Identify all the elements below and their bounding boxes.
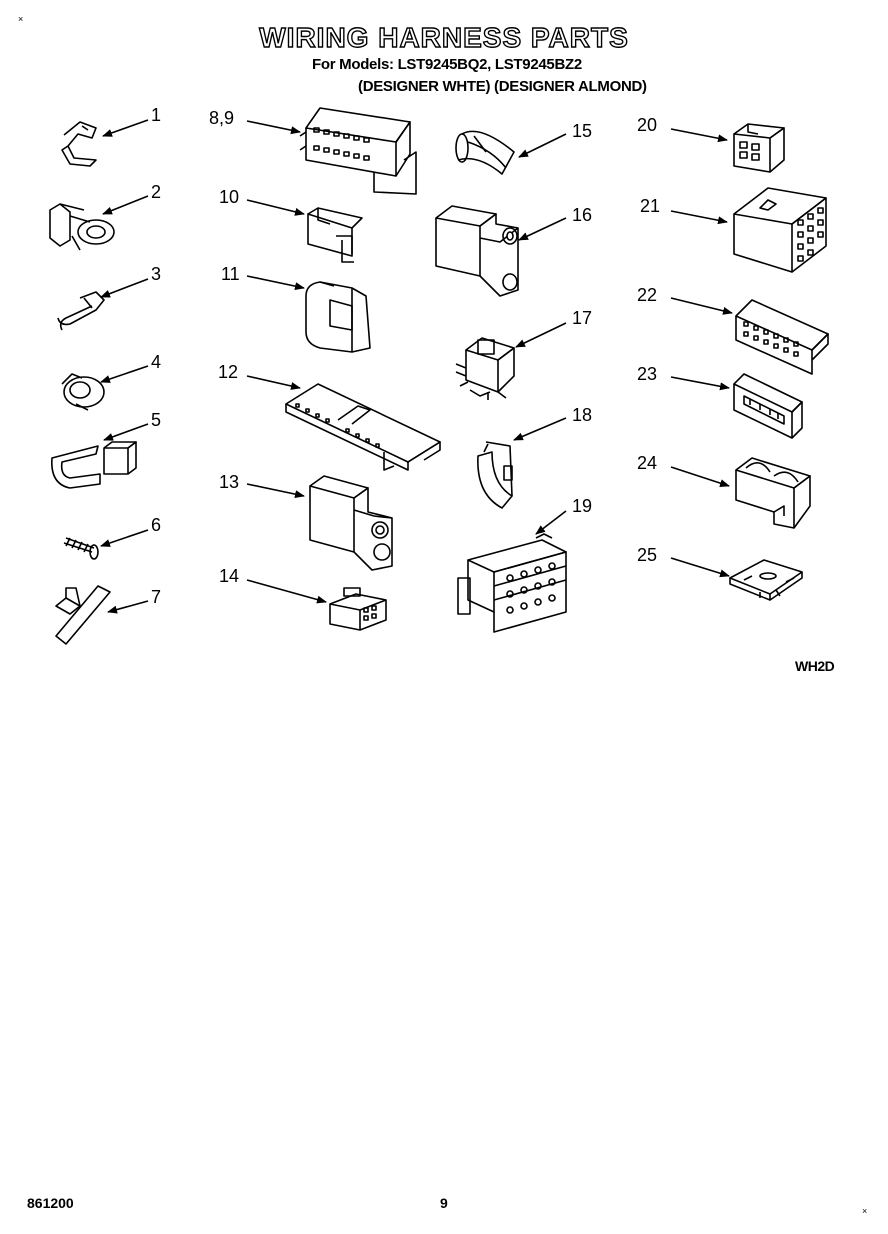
dual-socket-housing-icon (435, 205, 519, 297)
corner-mark-top-left: × (18, 14, 24, 24)
page-number: 9 (440, 1195, 448, 1211)
large-connector-icon (457, 533, 567, 633)
small-connector-icon (329, 587, 387, 631)
part-label: 11 (221, 264, 240, 284)
edge-connector-icon (733, 373, 803, 439)
part-label: 8,9 (209, 108, 235, 128)
two-way-housing-icon (309, 475, 393, 571)
part-label: 22 (637, 285, 658, 305)
cable-clamp-icon (49, 203, 115, 251)
part-label: 24 (637, 453, 658, 473)
strip-connector-icon (285, 383, 441, 471)
cup-connector-icon (735, 457, 811, 529)
mounting-plate-icon (729, 559, 803, 601)
part-label: 14 (219, 566, 240, 586)
part-label: 23 (637, 364, 658, 384)
pin-housing-icon (455, 337, 515, 400)
part-label: 6 (151, 515, 162, 535)
strap-clamp-icon (51, 441, 137, 489)
part-label: 19 (572, 496, 593, 516)
part-label: 25 (637, 545, 658, 565)
part-label: 1 (151, 105, 162, 125)
part-label: 2 (151, 182, 162, 202)
part-label: 17 (572, 308, 593, 328)
part-label: 5 (151, 410, 162, 430)
part-label: 12 (218, 362, 239, 382)
part-label: 21 (640, 196, 661, 216)
part-label: 3 (151, 264, 162, 284)
twelve-pin-block-icon (733, 187, 827, 273)
clip-icon (61, 121, 97, 167)
variants-line: (DESIGNER WHTE) (DESIGNER ALMOND) (358, 78, 647, 95)
leader-arrows (100, 119, 733, 614)
six-pin-block-icon (733, 123, 785, 173)
part-label: 18 (572, 405, 593, 425)
tie-holder-icon (55, 585, 111, 645)
part-label: 4 (151, 352, 162, 372)
terminal-housing-icon (307, 207, 363, 263)
part-label: 13 (219, 472, 240, 492)
wide-connector-icon (735, 299, 829, 375)
part-label: 7 (151, 587, 162, 607)
multi-pin-connector-icon (299, 107, 417, 195)
screw-icon (63, 537, 99, 560)
sleeve-icon (455, 130, 515, 175)
part-label: 10 (219, 187, 240, 207)
page-title: WIRING HARNESS PARTS (259, 21, 629, 53)
corner-mark-bottom-right: × (862, 1206, 868, 1216)
part-label: 15 (572, 121, 593, 141)
part-label: 20 (637, 115, 658, 135)
document-number: 861200 (27, 1195, 74, 1211)
curved-terminal-icon (477, 441, 513, 509)
models-line: For Models: LST9245BQ2, LST9245BZ2 (312, 56, 582, 73)
ring-clamp-icon (61, 373, 105, 411)
diagram-code: WH2D (795, 658, 835, 674)
plug-housing-icon (305, 281, 371, 353)
wire-clip-icon (57, 291, 105, 331)
part-label: 16 (572, 205, 593, 225)
